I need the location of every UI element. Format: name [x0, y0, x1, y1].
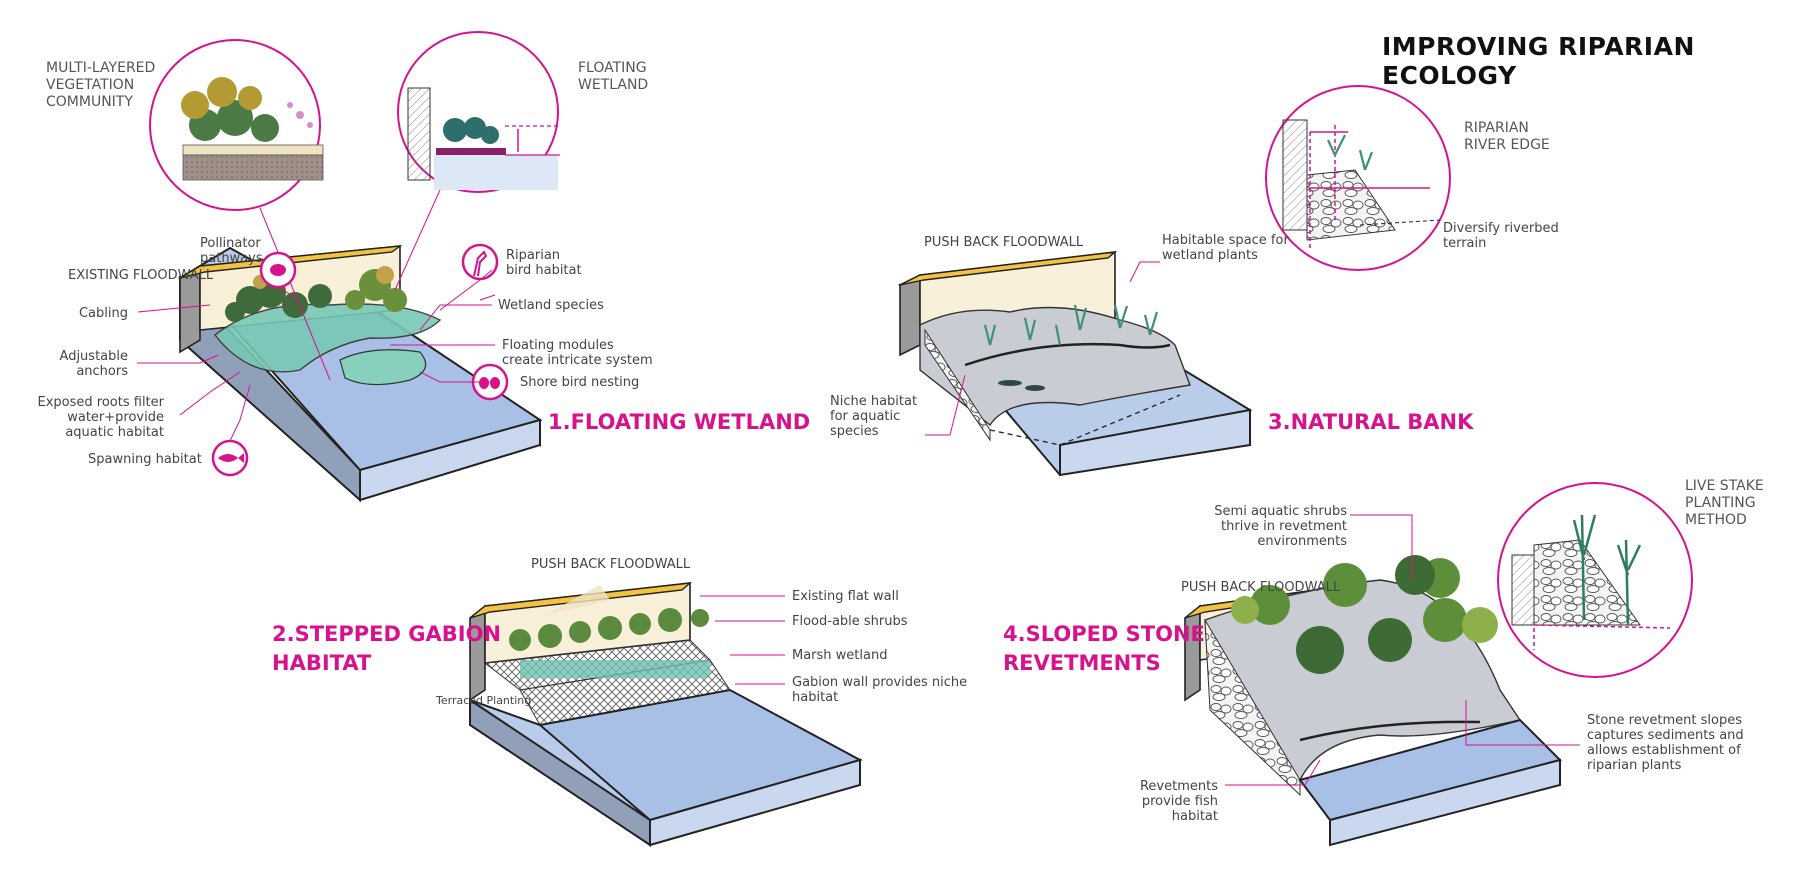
bird-icon [461, 243, 499, 281]
label-marsh-wetland: Marsh wetland [792, 648, 888, 663]
label-push-back-floodwall-natural: PUSH BACK FLOODWALL [924, 235, 1084, 250]
label-riparian-bird-habitat: Riparian bird habitat [506, 248, 582, 278]
heading-sloped-stone: 4.SLOPED STONE REVETMENTS [1003, 622, 1205, 675]
label-wetland-species: Wetland species [498, 298, 604, 313]
callout-riparian-river-edge: RIPARIAN RIVER EDGE [1464, 120, 1550, 153]
floating-wetland-callout [394, 31, 560, 291]
fish-icon [211, 439, 249, 477]
live-stake-callout [1497, 482, 1693, 678]
natural-bank-diagram [898, 251, 1253, 477]
label-shore-bird-nesting: Shore bird nesting [520, 375, 640, 390]
label-semi-aquatic-shrubs: Semi aquatic shrubs thrive in revetment … [1214, 504, 1347, 549]
label-push-back-floodwall-gabion: PUSH BACK FLOODWALL [531, 557, 691, 572]
label-exposed-roots: Exposed roots filter water+provide aquat… [37, 395, 164, 440]
label-revetments-fish-habitat: Revetments provide fish habitat [1139, 779, 1218, 824]
sloped-leader-lines [1225, 514, 1580, 786]
floating-leader-lines [137, 269, 496, 442]
label-habitable-space: Habitable space for wetland plants [1162, 233, 1289, 263]
nest-icon [471, 363, 509, 401]
callout-live-stake-planting: LIVE STAKE PLANTING METHOD [1685, 478, 1764, 528]
label-diversify-riverbed: Diversify riverbed terrain [1443, 221, 1559, 251]
label-floating-modules: Floating modules create intricate system [502, 338, 653, 368]
label-terraced-planting: Terraced Planting [436, 694, 532, 707]
label-existing-flat-wall: Existing flat wall [792, 589, 899, 604]
heading-natural-bank: 3.NATURAL BANK [1268, 410, 1474, 434]
label-flood-able-shrubs: Flood-able shrubs [792, 614, 908, 629]
riparian-river-edge-callout [1265, 85, 1451, 271]
label-adjustable-anchors: Adjustable anchors [59, 349, 128, 379]
label-existing-floodwall: EXISTING FLOODWALL [68, 268, 214, 283]
label-niche-habitat: Niche habitat for aquatic species [830, 394, 918, 439]
label-stone-revetment-slopes: Stone revetment slopes captures sediment… [1587, 713, 1744, 773]
gabion-leader-lines [700, 595, 785, 685]
heading-stepped-gabion: 2.STEPPED GABION HABITAT [272, 622, 501, 675]
label-cabling: Cabling [78, 306, 128, 321]
page-title: IMPROVING RIPARIAN ECOLOGY [1382, 32, 1695, 90]
callout-multi-layered-vegetation: MULTI-LAYERED VEGETATION COMMUNITY [46, 60, 156, 110]
heading-floating-wetland: 1.FLOATING WETLAND [548, 410, 811, 434]
stepped-gabion-diagram [469, 582, 863, 847]
label-gabion-wall-niche: Gabion wall provides niche habitat [792, 675, 968, 705]
pollinator-icon [259, 251, 297, 289]
label-spawning-habitat: Spawning habitat [88, 452, 202, 467]
label-pollinator-pathways: Pollinator pathways [200, 236, 263, 266]
callout-floating-wetland: FLOATING WETLAND [578, 60, 649, 93]
multi-layered-vegetation-callout [149, 39, 331, 381]
label-push-back-floodwall-sloped: PUSH BACK FLOODWALL [1181, 580, 1341, 595]
natural-leader-lines [925, 261, 1160, 436]
